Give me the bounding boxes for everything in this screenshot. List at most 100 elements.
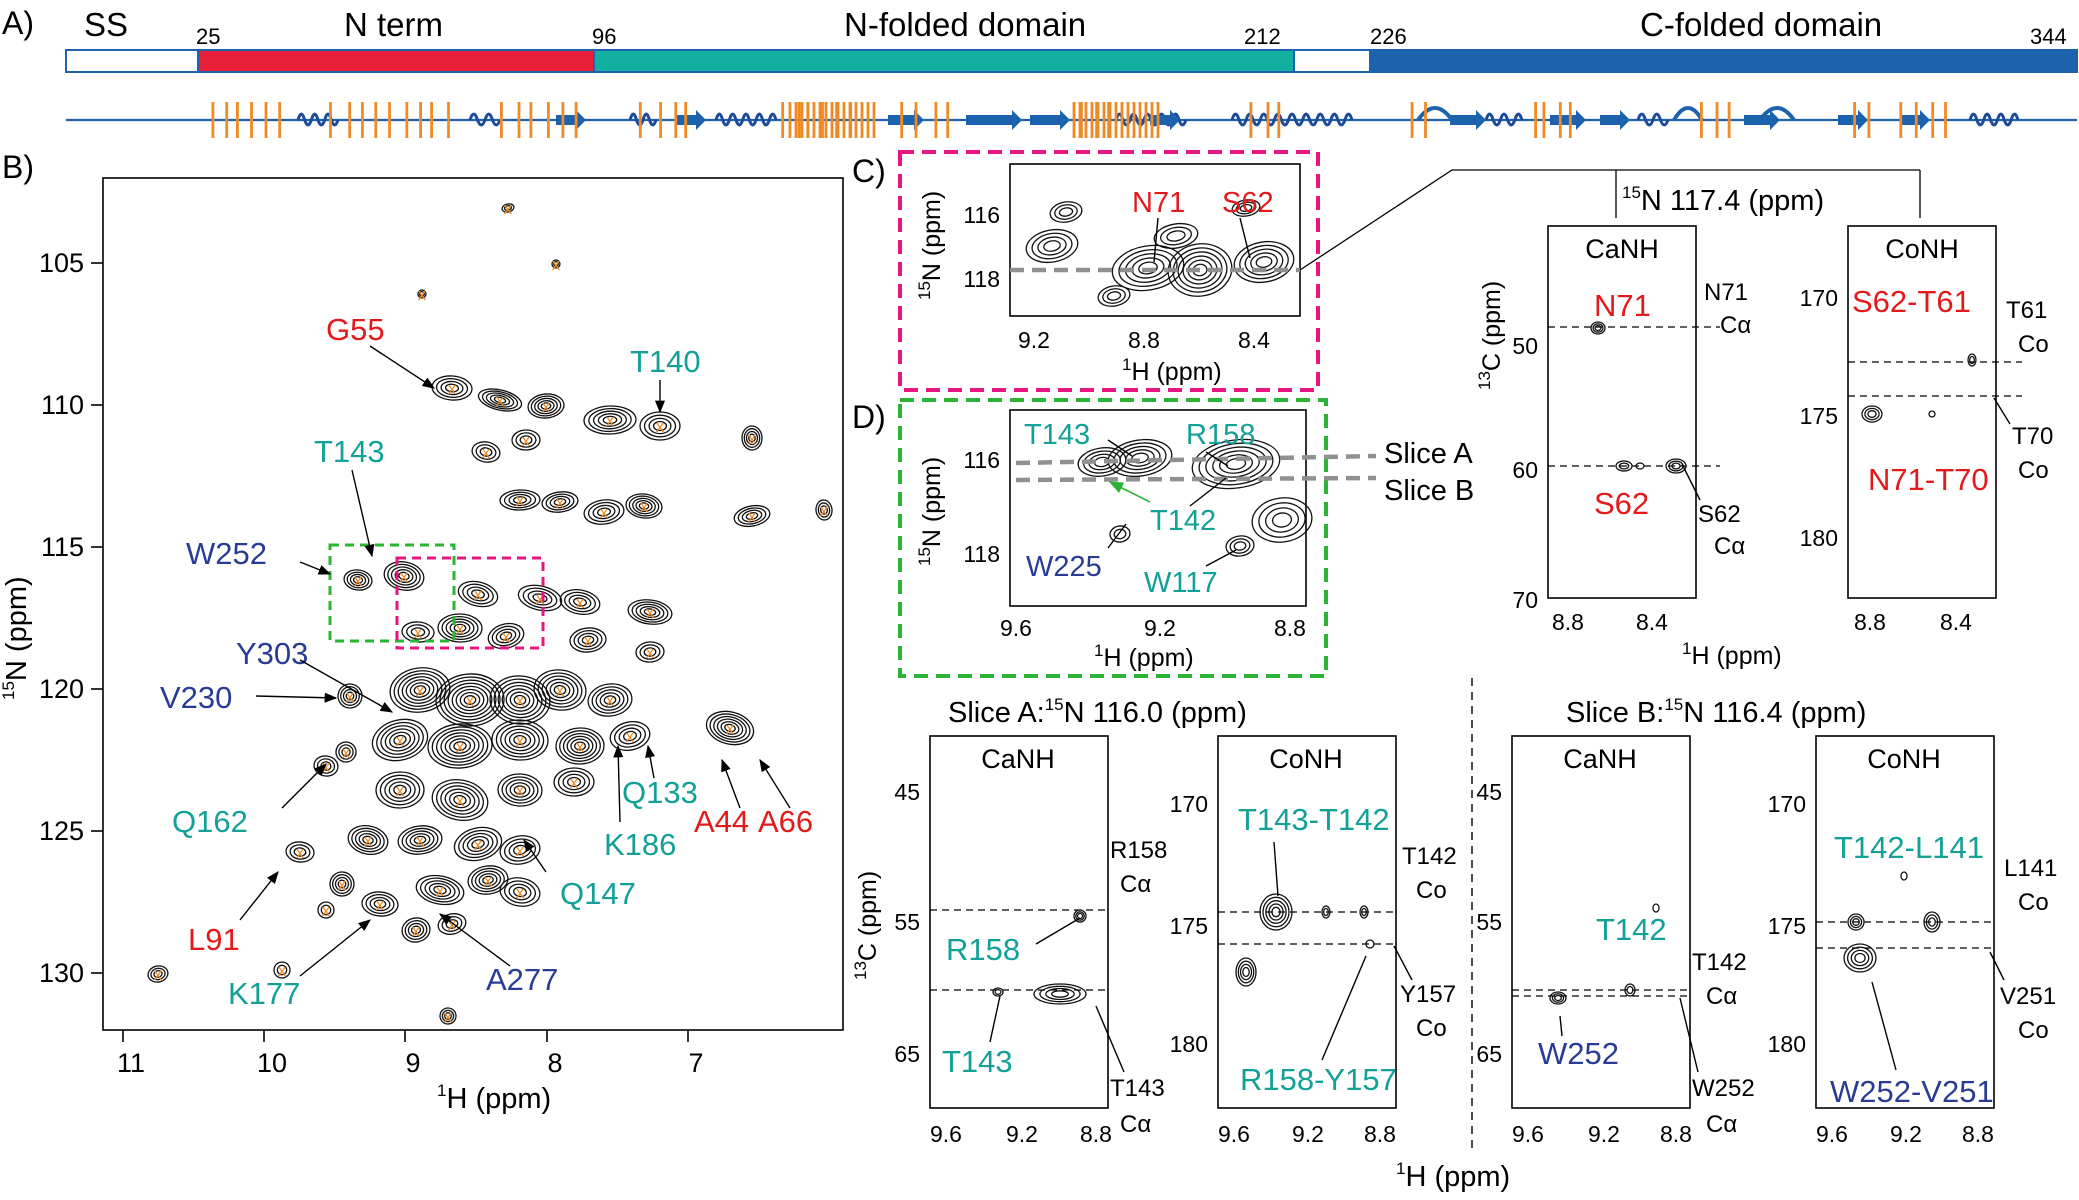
b-peak-marker-32: x	[606, 691, 615, 710]
b-peak-marker-15: x	[748, 507, 757, 526]
b-peak-56-ring-0	[401, 917, 431, 943]
b-peak-18-ring-3	[394, 569, 414, 583]
b-peak-7-ring-2	[648, 417, 672, 435]
saConh-peak-2-ring-1	[1361, 907, 1367, 917]
panel-b-spectrum	[147, 203, 833, 1025]
c-peak-0-ring-2	[1037, 236, 1067, 256]
saConh-peak-4-ring-0	[1365, 939, 1375, 949]
b-peak-31-ring-5	[553, 684, 567, 696]
slice-b-canh-note-w252: W252	[1692, 1075, 1755, 1102]
slice-a-conh-label-r158-y157: R158-Y157	[1240, 1062, 1397, 1097]
ss-helix-3	[714, 112, 778, 127]
b-peak-marker-57: x	[448, 915, 457, 934]
saCanh-peak-2-ring-1	[1039, 985, 1081, 1003]
b-peak-marker-22: x	[646, 603, 655, 622]
b-peak-38-ring-1	[614, 724, 646, 748]
b-peak-34-ring-1	[376, 721, 424, 759]
b-peak-23-ring-2	[410, 627, 426, 637]
scCanh-peak-1-ring-0	[1615, 460, 1633, 472]
d-peak-1-ring-3	[1125, 449, 1155, 467]
b-peak-marker-50: x	[296, 843, 305, 862]
slice-a-canh-x-9-2: 9.2	[1006, 1121, 1038, 1147]
b-peak-marker-43: x	[570, 773, 579, 792]
b-peak-49-ring-1	[503, 838, 537, 862]
b-peak-11-ring-2	[508, 493, 532, 507]
b-peak-18-ring-2	[390, 566, 418, 586]
green-zoom-box	[328, 543, 456, 643]
c-peak-5-ring-0	[1153, 222, 1199, 250]
panel-d: D) Slice A Slice B T143 R158 T142 W225 W…	[852, 398, 1474, 678]
slice-b-canh-title: CaNH	[1563, 744, 1637, 774]
d-label-r158: R158	[1186, 419, 1255, 451]
scCanh-peak-2-ring-0	[1665, 458, 1687, 474]
b-peak-61-ring-0	[317, 901, 335, 919]
x-tick-7: 7	[688, 1048, 703, 1078]
b-peak-14-ring-2	[632, 497, 656, 515]
b-peak-15-ring-2	[741, 509, 763, 523]
b-peak-31-ring-3	[545, 678, 575, 702]
ss-helix-8	[1968, 112, 2020, 127]
b-peak-50-ring-0	[285, 841, 315, 863]
b-peak-58-ring-2	[153, 970, 163, 978]
ss-helix-6	[1484, 112, 1524, 127]
b-peak-marker-18: x	[400, 567, 409, 586]
b-peak-38-ring-2	[618, 727, 642, 745]
d-peak-4-ring-0	[1225, 535, 1255, 557]
c-peak-6-ring-2	[1239, 203, 1253, 213]
d-peak-4-ring-2	[1233, 541, 1247, 551]
slice-a-header: Slice A:15N 116.0 (ppm)	[948, 695, 1247, 729]
b-peak-32-ring-1	[591, 686, 629, 714]
d-label-t142: T142	[1150, 505, 1216, 537]
b-peak-24-ring-2	[445, 618, 475, 638]
b-peak-22-ring-0	[627, 599, 673, 625]
slice-a-conh-y-180: 180	[1170, 1031, 1208, 1057]
slice-b-conh-note-v251: V251	[2000, 983, 2056, 1010]
c-label-s62: S62	[1222, 187, 1274, 219]
b-peak-marker-9: x	[482, 443, 491, 462]
saCanh-peak-0-ring-0	[1073, 909, 1087, 923]
ss-loop-0	[1416, 106, 1454, 122]
b-peak-marker-11: x	[516, 491, 525, 510]
b-peak-0-ring-0	[501, 203, 515, 213]
y-tick-130: 130	[39, 958, 84, 988]
c-x-tick-9-2: 9.2	[1018, 327, 1050, 353]
strip-c-conh-y-180: 180	[1800, 525, 1838, 551]
b-peak-30-ring-2	[497, 681, 543, 719]
linker-segment	[1293, 49, 1371, 73]
panel-c: C) N71 S62 116 118 9.2 8.8 8.4 1H (ppm) …	[852, 150, 1668, 392]
c-y-tick-118: 118	[963, 266, 1000, 292]
b-peak-8-ring-1	[743, 428, 761, 448]
strip-c-canh-x-8-4: 8.4	[1636, 609, 1668, 635]
b-peak-37-ring-2	[562, 732, 598, 760]
b-peak-marker-20: x	[536, 589, 545, 608]
ss-sheet-2	[888, 110, 924, 130]
b-peak-17-ring-3	[352, 576, 364, 584]
slice-b-conh-x-9-6: 9.6	[1816, 1121, 1848, 1147]
b-peak-29-ring-5	[455, 688, 485, 712]
panel-b-arrows	[239, 345, 791, 977]
b-peak-10-ring-1	[515, 432, 537, 448]
b-peak-14-ring-4	[638, 502, 650, 510]
b-peak-34-ring-5	[393, 734, 407, 746]
saConh-peak-3-ring-2	[1239, 963, 1253, 981]
panel-d-border	[898, 398, 1328, 678]
b-peak-40-ring-1	[379, 774, 421, 806]
b-peak-54-ring-3	[478, 873, 498, 887]
scCanh-peak-1-ring-1	[1618, 462, 1630, 470]
b-peak-53-ring-4	[433, 885, 447, 895]
b-peak-48-ring-3	[466, 835, 490, 853]
b-peak-35-ring-1	[431, 726, 489, 766]
segment-name-ss: SS	[84, 6, 128, 43]
b-peak-52-ring-0	[361, 891, 399, 917]
saConh-peak-2-ring-0	[1359, 905, 1369, 919]
b-peak-marker-21: x	[576, 593, 585, 612]
b-peak-27-ring-0	[635, 641, 665, 663]
b-peak-17-ring-0	[343, 569, 373, 591]
b-peak-8-ring-0	[741, 425, 763, 451]
ss-sheet-3	[966, 110, 1022, 130]
panel-c-spectrum	[1025, 199, 1295, 307]
slice-b-conh-y-175: 175	[1768, 913, 1806, 939]
b-peak-31-ring-2	[541, 675, 579, 705]
label-t143: T143	[314, 434, 385, 469]
strip-c-canh-note-n71: N71	[1704, 279, 1748, 306]
